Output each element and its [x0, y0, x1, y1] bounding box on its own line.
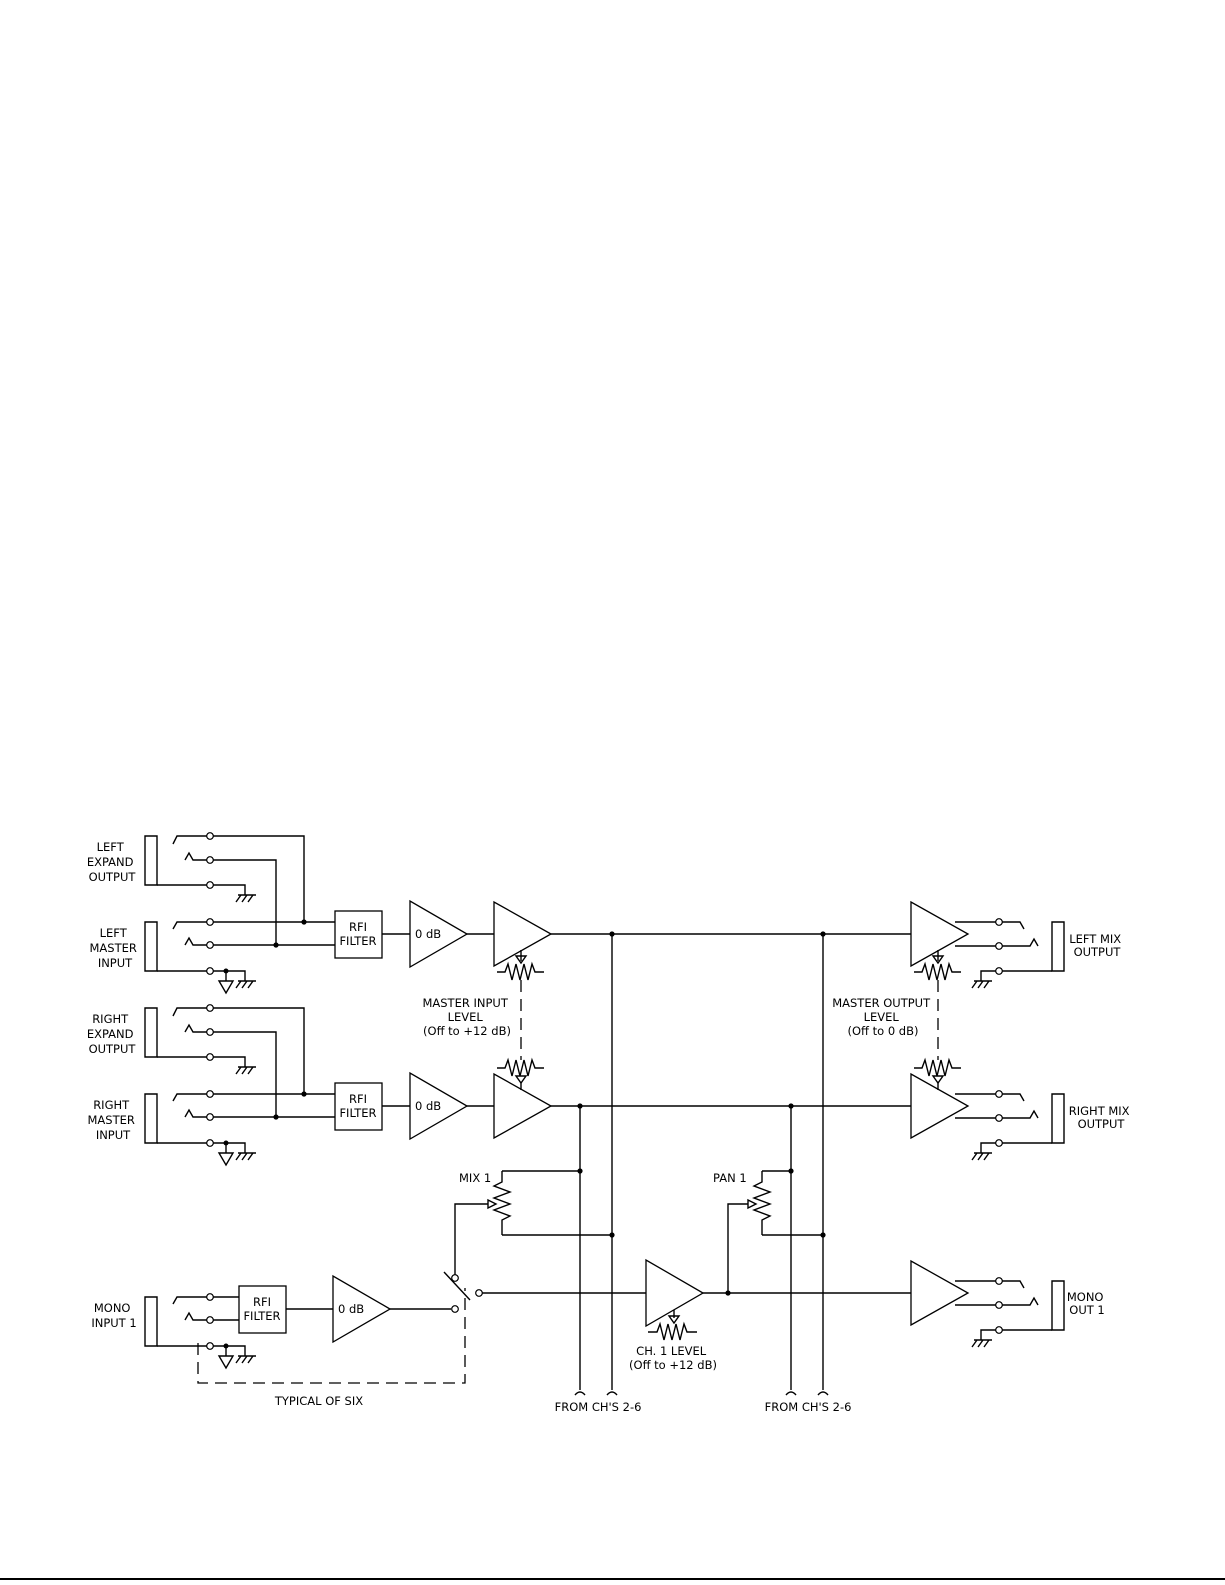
- ground-symbol-icon: [235, 1152, 256, 1161]
- left-expand-output-jack: [144, 832, 256, 903]
- channel-switch: [443, 1271, 471, 1301]
- mix-1-pot: [454, 1168, 615, 1278]
- left-master-input-pot: [497, 950, 544, 981]
- right-mix-output-label: RIGHT MIX OUTPUT: [1069, 1104, 1133, 1131]
- right-mix-output-amp: [910, 1072, 970, 1140]
- left-mix-output-jack: [955, 918, 1065, 989]
- mono-output-amp: [910, 1259, 970, 1327]
- mono-input-jack: [144, 1293, 256, 1370]
- right-master-input-label: RIGHT MASTER INPUT: [87, 1098, 138, 1142]
- svg-text:0 dB: 0 dB: [338, 1302, 364, 1316]
- left-input-buffer-amp: 0 dB: [409, 899, 469, 969]
- pan-1-pot: [727, 1168, 826, 1293]
- mono-input-buffer-amp: 0 dB: [332, 1274, 392, 1344]
- right-master-input-jack: [144, 1090, 256, 1167]
- master-output-level-label: MASTER OUTPUT LEVEL (Off to 0 dB): [832, 996, 934, 1038]
- left-mix-output-label: LEFT MIX OUTPUT: [1069, 932, 1125, 959]
- ground-symbol-icon: [235, 1355, 256, 1364]
- ground-symbol-icon: [235, 980, 256, 989]
- chassis-ground-icon: [217, 1152, 235, 1167]
- page-bottom-rule: [0, 1578, 1225, 1580]
- mono-output-jack: [955, 1277, 1065, 1348]
- mono-input-label: MONO INPUT 1: [91, 1301, 136, 1330]
- right-master-output-pot: [914, 1057, 961, 1090]
- typical-of-six-boundary: [197, 1288, 466, 1384]
- left-master-input-label: LEFT MASTER INPUT: [89, 926, 140, 970]
- ground-symbol-icon: [971, 1339, 992, 1348]
- chassis-ground-icon: [217, 980, 235, 995]
- right-master-input-pot: [497, 1057, 544, 1090]
- svg-text:0 dB: 0 dB: [415, 927, 441, 941]
- mono-output-label: MONO OUT 1: [1067, 1290, 1107, 1317]
- ground-symbol-icon: [971, 1152, 992, 1161]
- right-input-buffer-amp: 0 dB: [409, 1071, 469, 1141]
- right-mix-output-jack: [955, 1090, 1065, 1161]
- ground-symbol-icon: [235, 1066, 256, 1075]
- bus-break-marks: [574, 1391, 829, 1396]
- master-input-level-label: MASTER INPUT LEVEL (Off to +12 dB): [422, 996, 511, 1038]
- mix-1-label: MIX 1: [459, 1171, 491, 1185]
- left-master-output-pot: [914, 950, 961, 981]
- right-expand-output-label: RIGHT EXPAND OUTPUT: [87, 1012, 137, 1056]
- from-channels-label-right: FROM CH'S 2-6: [765, 1400, 852, 1414]
- left-master-input-amp: [493, 900, 553, 968]
- left-expand-output-label: LEFT EXPAND OUTPUT: [87, 840, 137, 884]
- typical-of-six-label: TYPICAL OF SIX: [274, 1394, 363, 1408]
- left-mix-output-amp: [910, 900, 970, 968]
- left-master-input-jack: [144, 918, 256, 995]
- pan-1-label: PAN 1: [713, 1171, 747, 1185]
- ground-symbol-icon: [971, 980, 992, 989]
- right-master-input-amp: [493, 1072, 553, 1140]
- ground-symbol-icon: [235, 894, 256, 903]
- channel-level-amp: [645, 1258, 705, 1328]
- right-expand-output-jack: [144, 1004, 256, 1075]
- from-channels-label-left: FROM CH'S 2-6: [555, 1400, 642, 1414]
- svg-text:0 dB: 0 dB: [415, 1099, 441, 1113]
- channel-level-label: CH. 1 LEVEL (Off to +12 dB): [629, 1344, 717, 1372]
- chassis-ground-icon: [217, 1355, 235, 1370]
- channel-level-pot: [648, 1310, 697, 1341]
